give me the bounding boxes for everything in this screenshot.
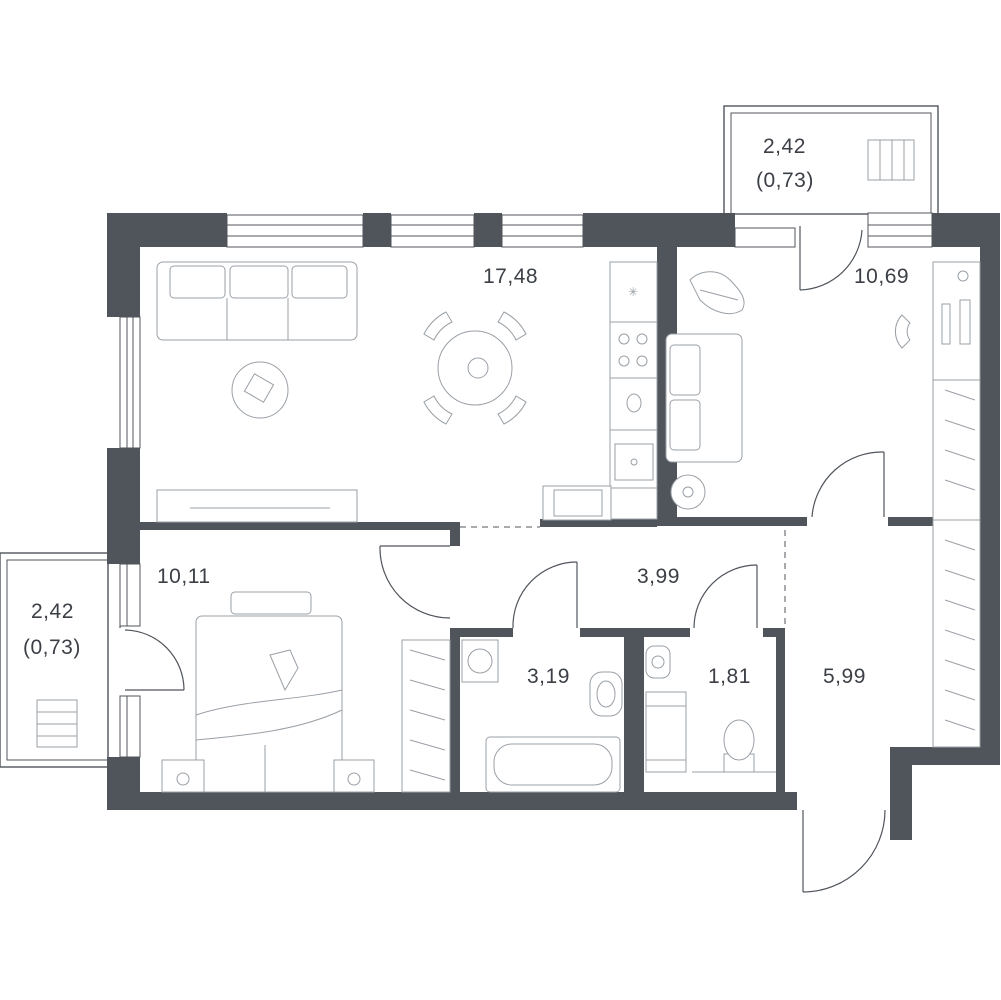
doors: [119, 226, 886, 893]
coffee-table: [231, 361, 289, 419]
microwave: [542, 485, 612, 521]
wardrobe-left: [401, 639, 451, 793]
label-bedroom-right: 10,69: [854, 265, 909, 288]
label-living-kitchen: 17,48: [483, 265, 538, 288]
label-balcony-left-reduced: (0,73): [23, 636, 81, 659]
svg-text:✳: ✳: [628, 285, 638, 299]
washing-machine: [461, 639, 499, 683]
ottoman: [670, 474, 706, 510]
bed-bench: [230, 591, 312, 615]
armchair-sofa: [665, 333, 743, 463]
balcony-left: [0, 552, 109, 768]
label-bedroom-left: 10,11: [157, 565, 211, 588]
desk: [895, 261, 981, 381]
bed: [195, 615, 343, 793]
label-toilet: 1,81: [708, 665, 751, 688]
label-balcony-top-area: 2,42: [763, 135, 806, 158]
label-balcony-top-reduced: (0,73): [756, 169, 814, 192]
room-labels: 17,48 10,69 10,11 3,99 3,19 1,81 5,99 2,…: [23, 135, 909, 688]
wardrobe-right: [932, 379, 981, 748]
bathtub: [485, 736, 621, 793]
label-bathroom: 3,19: [527, 665, 570, 688]
label-balcony-left-area: 2,42: [31, 600, 74, 623]
nightstand-left: [161, 759, 205, 793]
nightstand-right: [333, 759, 375, 793]
toilet-bowl: [692, 719, 776, 773]
balcony-top: [723, 105, 939, 215]
toilet-sink: [645, 645, 671, 679]
balcony-chair-left: [36, 699, 78, 748]
label-hallway: 5,99: [823, 665, 866, 688]
label-corridor: 3,99: [637, 565, 680, 588]
dining-table: [423, 311, 527, 425]
plant: [689, 271, 745, 315]
sofa-living: [156, 261, 358, 341]
balcony-chair-top: [867, 139, 915, 181]
zone-separators: [460, 526, 786, 628]
kitchen-counter: ✳: [609, 261, 658, 520]
windows: [119, 212, 933, 758]
exterior-walls: [107, 213, 1000, 840]
tv-stand: [156, 489, 358, 523]
toilet-cabinet: [645, 691, 687, 773]
bathroom-sink: [589, 671, 623, 717]
